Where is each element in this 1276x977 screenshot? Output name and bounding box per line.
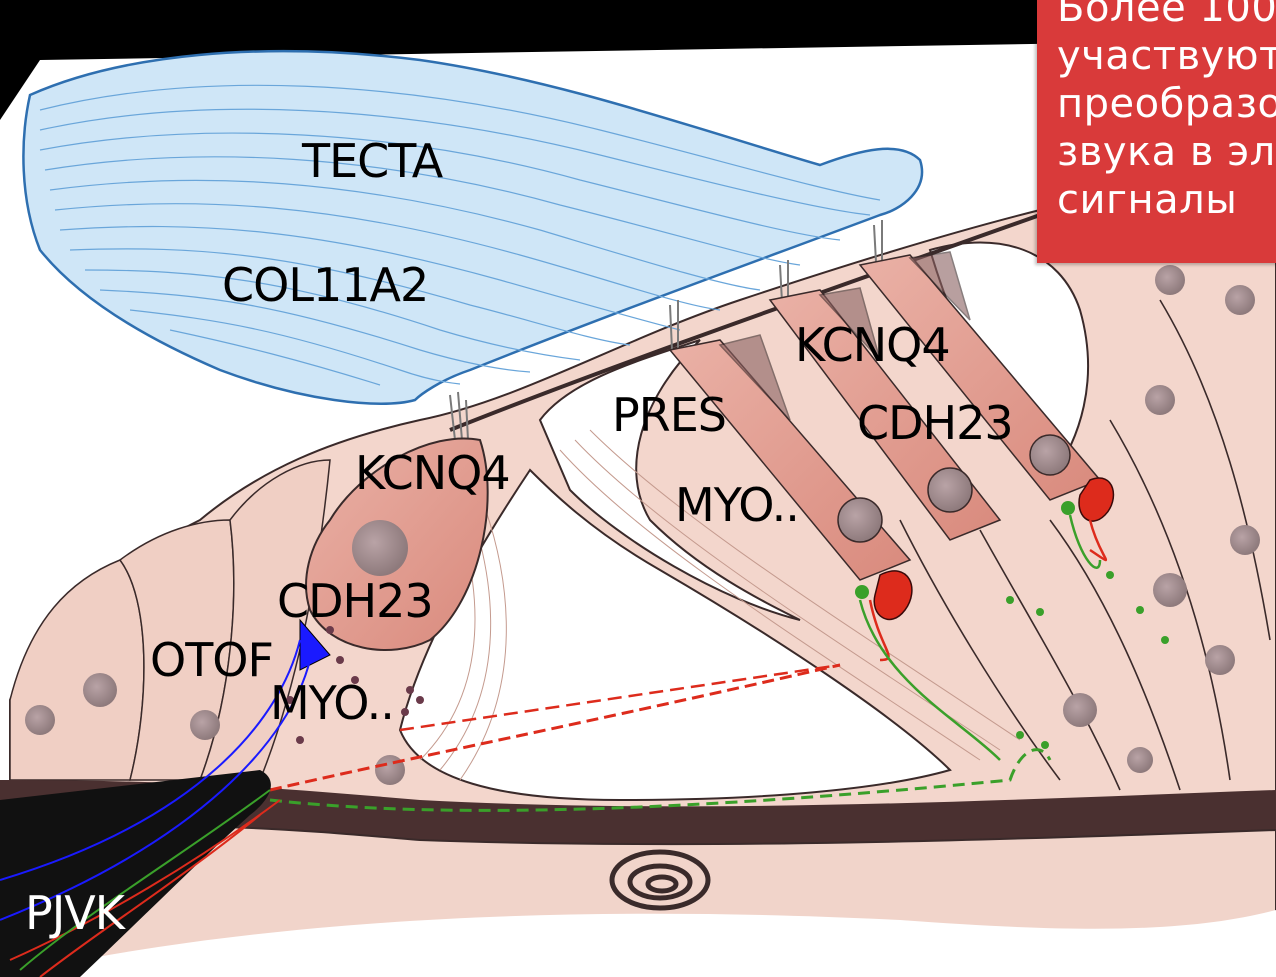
note-text: Более 100 участвуют преобразо звука в эл… [1057, 0, 1276, 224]
label-myo-inner: MYO.. [270, 680, 394, 726]
label-cdh23-outer: CDH23 [857, 400, 1013, 446]
label-kcnq4-outer: KCNQ4 [795, 322, 950, 368]
label-kcnq4-inner: KCNQ4 [355, 450, 510, 496]
label-otof: OTOF [150, 637, 273, 683]
label-cdh23-inner: CDH23 [277, 578, 433, 624]
label-tecta: TECTA [302, 138, 442, 184]
label-pjvk: PJVK [25, 890, 124, 936]
label-col11a2: COL11A2 [222, 262, 428, 308]
label-myo-outer: MYO.. [675, 482, 799, 528]
label-pres: PRES [612, 392, 726, 438]
note-box: Более 100 участвуют преобразо звука в эл… [1037, 0, 1276, 263]
